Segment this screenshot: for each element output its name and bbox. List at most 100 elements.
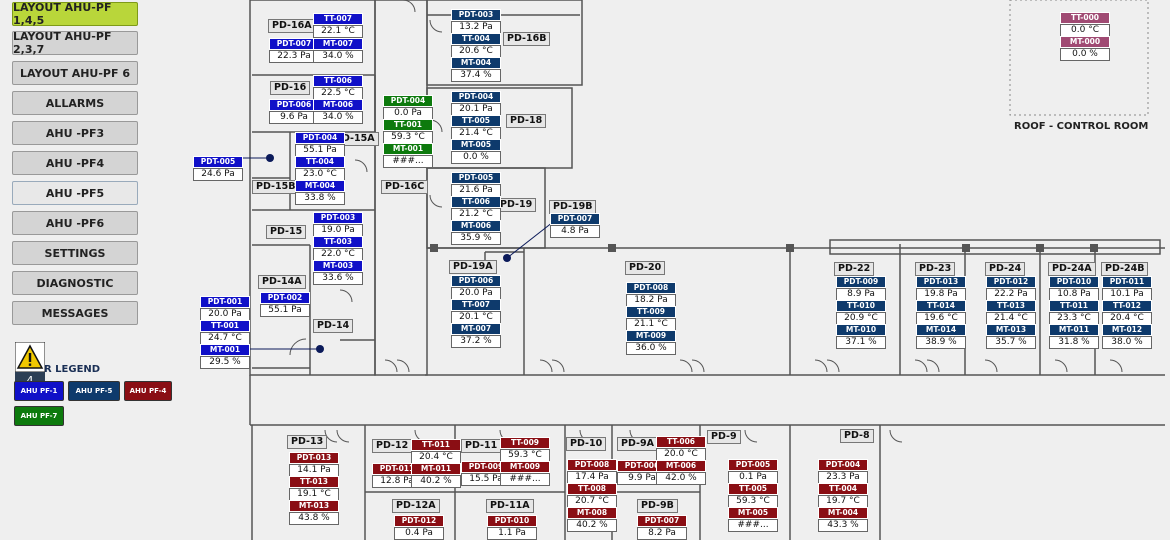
nav-button-1[interactable]: LAYOUT AHU-PF 1,4,5 bbox=[12, 1, 138, 27]
nav-button-11[interactable]: MESSAGES bbox=[12, 301, 138, 325]
sensor-tag[interactable]: TT-008 bbox=[567, 483, 617, 495]
sensor-tag[interactable]: MT-008 bbox=[567, 507, 617, 519]
sensor-tag[interactable]: MT-012 bbox=[1102, 324, 1152, 336]
sensor-tag[interactable]: TT-009 bbox=[626, 306, 676, 318]
sensor-tag[interactable]: TT-013 bbox=[986, 300, 1036, 312]
sensor-tag[interactable]: TT-006 bbox=[313, 75, 363, 87]
warning-icon bbox=[15, 342, 45, 372]
sensor-tag[interactable]: MT-011 bbox=[1049, 324, 1099, 336]
sensor-tag[interactable]: MT-009 bbox=[626, 330, 676, 342]
nav-button-6[interactable]: AHU -PF4 bbox=[12, 151, 138, 175]
sensor-tag[interactable]: PDT-009 bbox=[836, 276, 886, 288]
sensor-value: 21.4 °C bbox=[451, 127, 501, 140]
nav-button-4[interactable]: ALLARMS bbox=[12, 91, 138, 115]
sensor-tag[interactable]: MT-007 bbox=[451, 323, 501, 335]
legend-item-2: AHU PF-5 bbox=[68, 381, 120, 401]
sensor-tag[interactable]: MT-009 bbox=[500, 461, 550, 473]
sensor-tag[interactable]: TT-005 bbox=[451, 115, 501, 127]
nav-button-5[interactable]: AHU -PF3 bbox=[12, 121, 138, 145]
sensor-tag[interactable]: TT-000 bbox=[1060, 12, 1110, 24]
sensor-value: 8.2 Pa bbox=[637, 527, 687, 540]
sensor-tag[interactable]: PDT-008 bbox=[567, 459, 617, 471]
sensor-tag[interactable]: TT-011 bbox=[411, 439, 461, 451]
sensor-tag[interactable]: PDT-005 bbox=[728, 459, 778, 471]
sensor-tag[interactable]: PDT-003 bbox=[451, 9, 501, 21]
sensor-tag[interactable]: TT-007 bbox=[451, 299, 501, 311]
sensor-tag[interactable]: PDT-010 bbox=[487, 515, 537, 527]
sensor-tag[interactable]: PDT-012 bbox=[986, 276, 1036, 288]
sensor-value: 33.8 % bbox=[295, 192, 345, 205]
sensor-value: 37.1 % bbox=[836, 336, 886, 349]
sensor-tag[interactable]: TT-001 bbox=[200, 320, 250, 332]
sensor-tag[interactable]: PDT-013 bbox=[916, 276, 966, 288]
sensor-tag[interactable]: MT-006 bbox=[313, 99, 363, 111]
sensor-tag[interactable]: MT-007 bbox=[313, 38, 363, 50]
sensor-tag[interactable]: MT-013 bbox=[986, 324, 1036, 336]
sensor-tag[interactable]: MT-001 bbox=[200, 344, 250, 356]
sensor-tag[interactable]: PDT-011 bbox=[1102, 276, 1152, 288]
sensor-value: 37.4 % bbox=[451, 69, 501, 82]
sensor-tag[interactable]: PDT-003 bbox=[313, 212, 363, 224]
nav-button-9[interactable]: SETTINGS bbox=[12, 241, 138, 265]
sensor-tag[interactable]: PDT-010 bbox=[1049, 276, 1099, 288]
sensor-tag[interactable]: PDT-006 bbox=[617, 460, 667, 472]
sensor-value: 36.0 % bbox=[626, 342, 676, 355]
nav-button-3[interactable]: LAYOUT AHU-PF 6 bbox=[12, 61, 138, 85]
sensor-tag[interactable]: PDT-007 bbox=[550, 213, 600, 225]
roof-control-room-label: ROOF - CONTROL ROOM bbox=[1014, 121, 1149, 132]
sensor-tag[interactable]: MT-003 bbox=[313, 260, 363, 272]
sensor-tag[interactable]: MT-010 bbox=[836, 324, 886, 336]
sensor-tag[interactable]: PDT-001 bbox=[200, 296, 250, 308]
nav-button-7[interactable]: AHU -PF5 bbox=[12, 181, 138, 205]
sensor-tag[interactable]: PDT-007 bbox=[637, 515, 687, 527]
sensor-tag[interactable]: PDT-004 bbox=[818, 459, 868, 471]
sensor-value: 59.3 °C bbox=[500, 449, 550, 462]
sensor-tag[interactable]: TT-013 bbox=[289, 476, 339, 488]
sensor-tag[interactable]: PDT-008 bbox=[626, 282, 676, 294]
sensor-tag[interactable]: MT-011 bbox=[411, 463, 461, 475]
sensor-tag[interactable]: TT-003 bbox=[313, 236, 363, 248]
sensor-tag[interactable]: TT-014 bbox=[916, 300, 966, 312]
sensor-tag[interactable]: TT-004 bbox=[818, 483, 868, 495]
sensor-tag[interactable]: TT-004 bbox=[451, 33, 501, 45]
sensor-tag[interactable]: MT-000 bbox=[1060, 36, 1110, 48]
room-label: PD-20 bbox=[625, 261, 666, 275]
sensor-tag[interactable]: MT-004 bbox=[451, 57, 501, 69]
sensor-tag[interactable]: MT-006 bbox=[656, 460, 706, 472]
sensor-tag[interactable]: MT-014 bbox=[916, 324, 966, 336]
sensor-tag[interactable]: MT-004 bbox=[818, 507, 868, 519]
sensor-tag[interactable]: TT-012 bbox=[1102, 300, 1152, 312]
nav-button-10[interactable]: DIAGNOSTIC bbox=[12, 271, 138, 295]
sensor-tag[interactable]: PDT-004 bbox=[295, 132, 345, 144]
sensor-tag[interactable]: PDT-012 bbox=[394, 515, 444, 527]
sensor-tag[interactable]: MT-005 bbox=[451, 139, 501, 151]
sensor-tag[interactable]: PDT-013 bbox=[289, 452, 339, 464]
sensor-tag[interactable]: PDT-005 bbox=[451, 172, 501, 184]
sensor-tag[interactable]: PDT-004 bbox=[451, 91, 501, 103]
sensor-tag[interactable]: TT-006 bbox=[656, 436, 706, 448]
sensor-tag[interactable]: MT-013 bbox=[289, 500, 339, 512]
sensor-tag[interactable]: MT-001 bbox=[383, 143, 433, 155]
sensor-tag[interactable]: PDT-005 bbox=[193, 156, 243, 168]
sensor-tag[interactable]: PDT-002 bbox=[260, 292, 310, 304]
sensor-tag[interactable]: TT-010 bbox=[836, 300, 886, 312]
sensor-tag[interactable]: TT-009 bbox=[500, 437, 550, 449]
sensor-tag[interactable]: PDT-007 bbox=[269, 38, 319, 50]
sensor-tag[interactable]: PDT-004 bbox=[383, 95, 433, 107]
sensor-tag[interactable]: MT-006 bbox=[451, 220, 501, 232]
sensor-tag[interactable]: MT-005 bbox=[728, 507, 778, 519]
sensor-tag[interactable]: TT-007 bbox=[313, 13, 363, 25]
nav-button-2[interactable]: LAYOUT AHU-PF 2,3,7 bbox=[12, 30, 138, 56]
sensor-tag[interactable]: TT-006 bbox=[451, 196, 501, 208]
sensor-tag[interactable]: TT-001 bbox=[383, 119, 433, 131]
sensor-value: 35.7 % bbox=[986, 336, 1036, 349]
sensor-tag[interactable]: TT-004 bbox=[295, 156, 345, 168]
legend-item-3: AHU PF-4 bbox=[124, 381, 172, 401]
sensor-tag[interactable]: TT-011 bbox=[1049, 300, 1099, 312]
sensor-tag[interactable]: TT-005 bbox=[728, 483, 778, 495]
sensor-tag[interactable]: PDT-006 bbox=[269, 99, 319, 111]
sensor-tag[interactable]: PDT-006 bbox=[451, 275, 501, 287]
room-label: PD-14A bbox=[258, 275, 306, 289]
sensor-tag[interactable]: MT-004 bbox=[295, 180, 345, 192]
nav-button-8[interactable]: AHU -PF6 bbox=[12, 211, 138, 235]
